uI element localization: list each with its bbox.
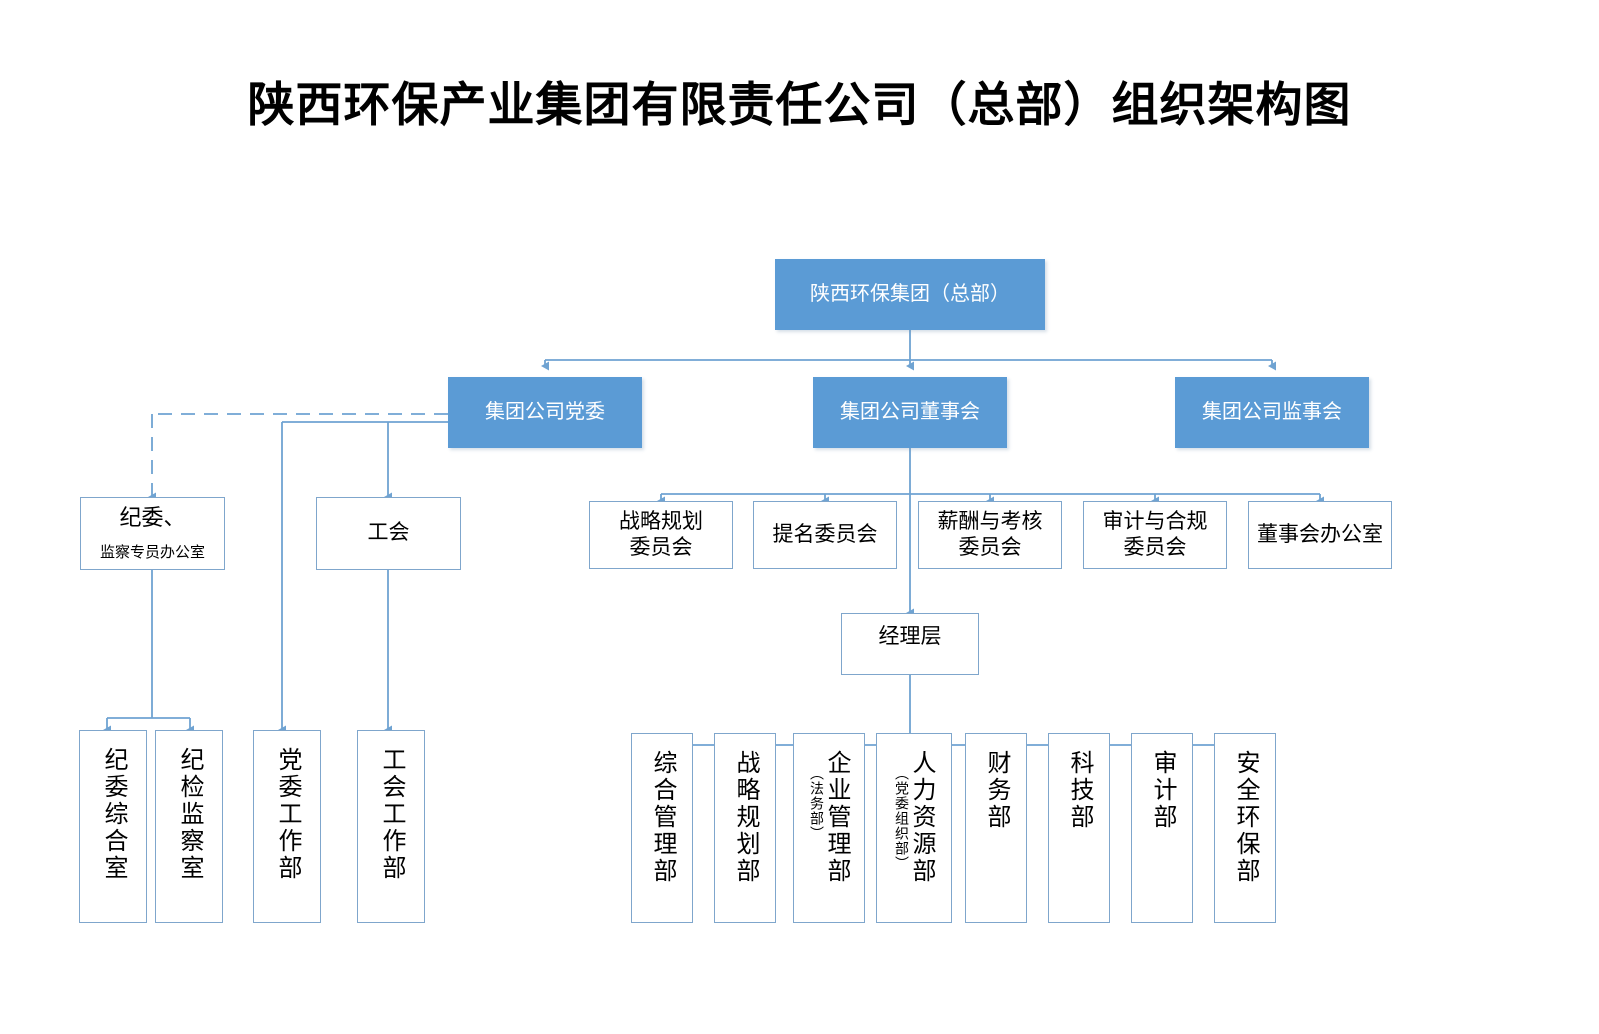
vertical-text-wrap: 战略规划部 [715,734,775,922]
vertical-text-wrap: 科技部 [1049,734,1109,922]
node-committee-audit-compliance[interactable]: 审计与合规 委员会 [1083,501,1227,569]
vertical-text-wrap: 审计部 [1132,734,1192,922]
node-board-of-supervisors[interactable]: 集团公司监事会 [1175,377,1369,448]
vertical-text-wrap: 纪委综合室 [80,731,146,922]
node-discipline-inspection-office[interactable]: 纪委、 监察专员办公室 [80,497,225,570]
node-dept-strategy-planning[interactable]: 战略规划部 [714,733,776,923]
node-label: 集团公司监事会 [1202,401,1342,423]
vertical-text-wrap: 纪检监察室 [156,731,222,922]
vertical-text-wrap: 综合管理部 [632,734,692,922]
vertical-text-wrap: 安全环保部 [1215,734,1275,922]
node-dept-union-work[interactable]: 工会工作部 [357,730,425,923]
node-committee-nomination[interactable]: 提名委员会 [753,501,897,569]
node-labor-union[interactable]: 工会 [316,497,461,570]
node-label-line1: 提名委员会 [772,522,878,546]
node-label-line1: 董事会办公室 [1257,522,1383,546]
node-label: 企业管理部 [823,750,850,885]
node-dept-technology[interactable]: 科技部 [1048,733,1110,923]
node-label: 经理层 [878,625,942,648]
node-dept-enterprise-management[interactable]: 企业管理部 （法务部） [793,733,865,923]
node-label-line2: 委员会 [1123,536,1187,559]
node-label-line2: 监察专员办公室 [99,543,205,561]
node-label-line1: 审计与合规 [1102,509,1208,533]
node-party-committee[interactable]: 集团公司党委 [448,377,642,448]
node-label: 纪检监察室 [176,747,203,882]
node-label: 财务部 [983,750,1010,831]
node-committee-strategy-planning[interactable]: 战略规划 委员会 [589,501,733,569]
vertical-text-wrap: 企业管理部 （法务部） [794,734,864,922]
node-label: 审计部 [1149,750,1176,831]
node-group-headquarters[interactable]: 陕西环保集团（总部） [775,259,1045,330]
node-dept-finance[interactable]: 财务部 [965,733,1027,923]
node-label-line2: 委员会 [629,536,693,559]
node-dept-discipline-supervision-office[interactable]: 纪检监察室 [155,730,223,923]
node-committee-compensation-appraisal[interactable]: 薪酬与考核 委员会 [918,501,1062,569]
node-label: 党委工作部 [274,747,301,882]
node-dept-discipline-general-office[interactable]: 纪委综合室 [79,730,147,923]
node-dept-human-resources[interactable]: 人力资源部 （党委组织部） [876,733,952,923]
node-label: 人力资源部 [908,750,935,885]
node-management-layer[interactable]: 经理层 [841,613,979,675]
node-sublabel: （党委组织部） [894,766,910,871]
node-label: 集团公司党委 [485,401,605,423]
node-label: 安全环保部 [1232,750,1259,885]
node-label: 集团公司董事会 [840,401,980,423]
node-label: 战略规划部 [732,750,759,885]
node-board-of-directors[interactable]: 集团公司董事会 [813,377,1007,448]
node-label: 工会工作部 [378,747,405,882]
node-dept-safety-environmental[interactable]: 安全环保部 [1214,733,1276,923]
node-label: 综合管理部 [649,750,676,885]
vertical-text-wrap: 工会工作部 [358,731,424,922]
vertical-text-wrap: 党委工作部 [254,731,320,922]
vertical-text-wrap: 人力资源部 （党委组织部） [877,734,951,922]
node-label: 工会 [367,521,410,545]
node-label-line1: 薪酬与考核 [937,509,1043,533]
node-dept-general-management[interactable]: 综合管理部 [631,733,693,923]
node-dept-audit[interactable]: 审计部 [1131,733,1193,923]
node-label-line2: 委员会 [958,536,1022,559]
node-dept-party-committee-work[interactable]: 党委工作部 [253,730,321,923]
node-label-line1: 纪委、 [119,505,186,531]
node-sublabel: （法务部） [809,766,825,841]
node-board-office[interactable]: 董事会办公室 [1248,501,1392,569]
vertical-text-wrap: 财务部 [966,734,1026,922]
page-title: 陕西环保产业集团有限责任公司（总部）组织架构图 [247,80,1352,132]
node-label: 科技部 [1066,750,1093,831]
node-label-line1: 战略规划 [619,509,703,533]
node-label: 纪委综合室 [100,747,127,882]
node-label: 陕西环保集团（总部） [810,283,1010,305]
